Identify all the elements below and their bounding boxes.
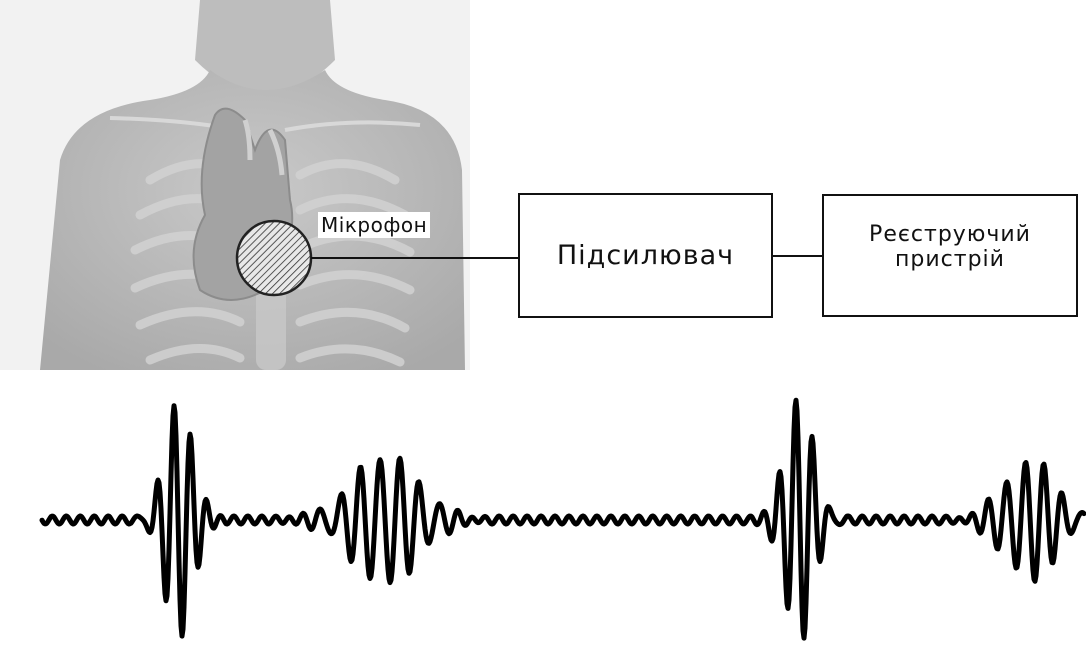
recorder-label-line2: пристрій <box>823 247 1077 272</box>
recorder-label: Реєструючий пристрій <box>823 222 1077 273</box>
microphone-icon <box>237 221 311 295</box>
amplifier-label: Підсилювач <box>519 240 772 271</box>
recorder-label-line1: Реєструючий <box>823 222 1077 247</box>
phonocardiogram-waveform <box>42 400 1084 638</box>
torso-illustration <box>0 0 470 370</box>
microphone-label: Мікрофон <box>318 212 430 238</box>
